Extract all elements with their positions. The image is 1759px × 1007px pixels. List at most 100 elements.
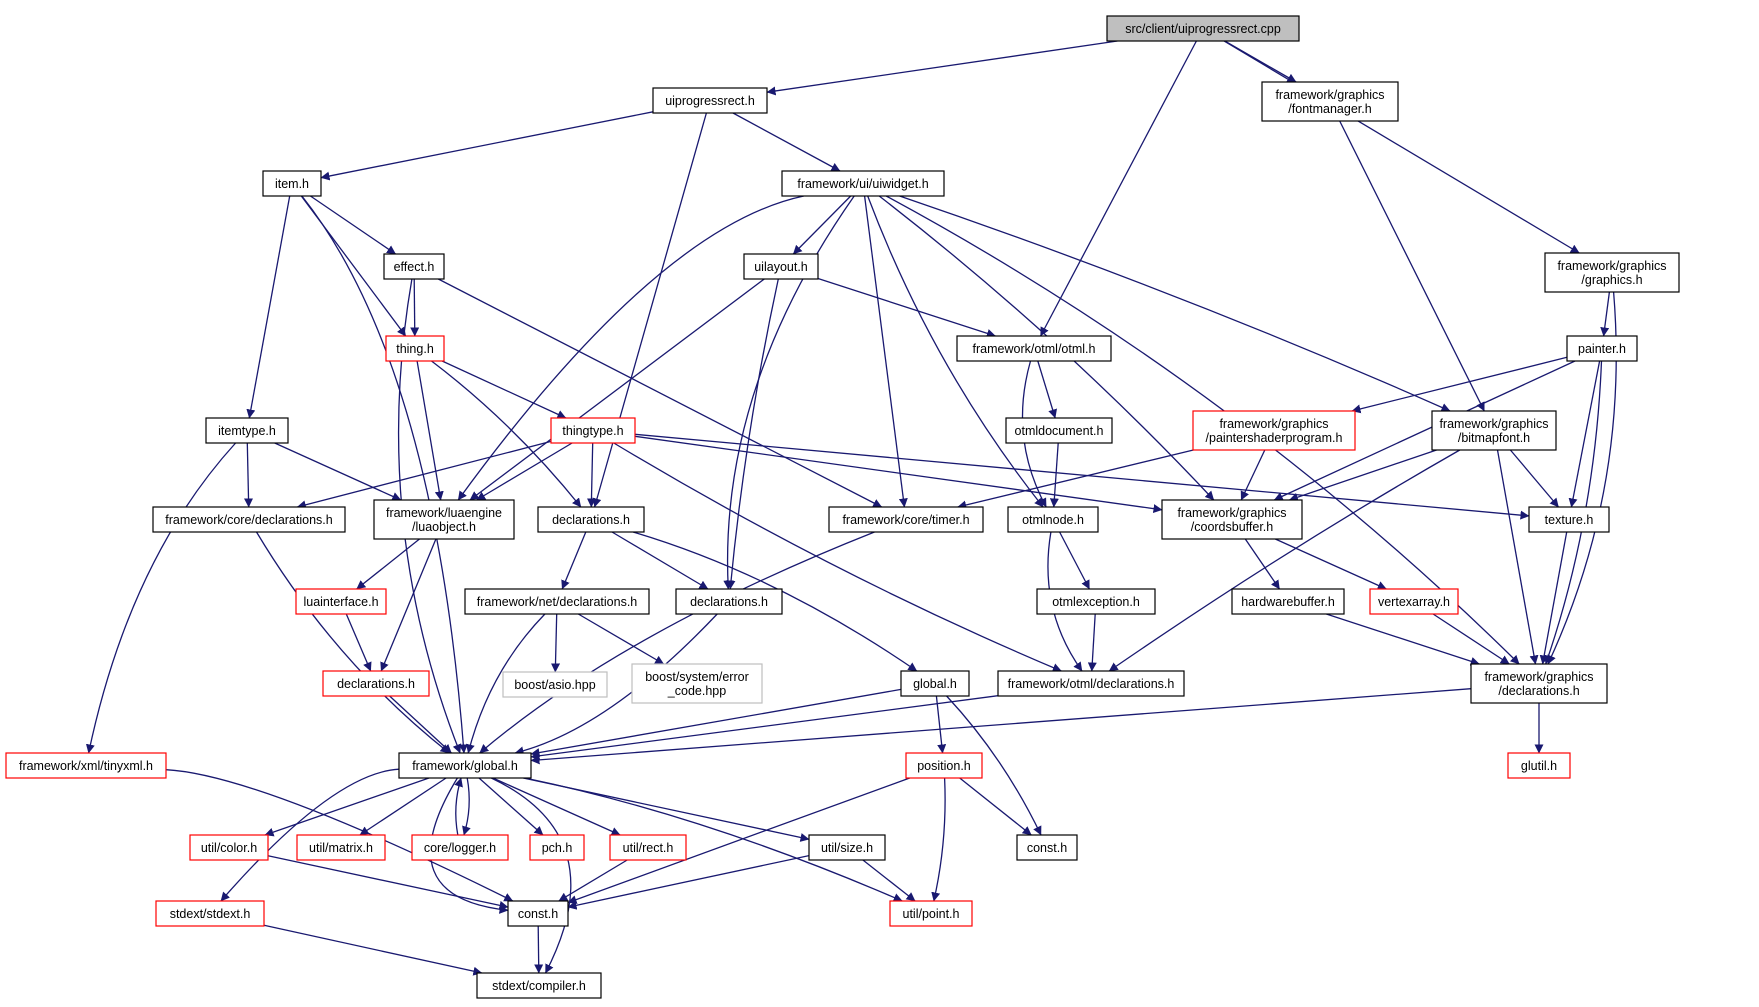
node-color-h[interactable]: util/color.h bbox=[189, 834, 269, 861]
node-box bbox=[152, 506, 346, 533]
node-boost-error-code-hpp[interactable]: boost/system/error_code.hpp bbox=[631, 663, 763, 704]
node-uiwidget-h[interactable]: framework/ui/uiwidget.h bbox=[781, 170, 945, 197]
node-box bbox=[631, 663, 763, 704]
node-box bbox=[550, 417, 636, 444]
node-core-declarations-h[interactable]: framework/core/declarations.h bbox=[152, 506, 346, 533]
nodes: src/client/uiprogressrect.cpp uiprogressr… bbox=[5, 15, 1680, 999]
node-paintershaderprogram-h[interactable]: framework/graphics/paintershaderprogram.… bbox=[1192, 410, 1356, 451]
node-box bbox=[1005, 417, 1113, 444]
node-box bbox=[385, 335, 445, 362]
node-declarations-h-b[interactable]: declarations.h bbox=[675, 588, 783, 615]
node-box bbox=[781, 170, 945, 197]
edge-net_declarations_h-to-boost_asio_hpp bbox=[551, 613, 561, 673]
edge-size_h-to-const_h_a bbox=[567, 854, 810, 910]
node-texture-h[interactable]: texture.h bbox=[1528, 506, 1610, 533]
edge-uiprogressrect_h-to-declarations_h_a bbox=[592, 112, 708, 508]
node-label: framework/otml/otml.h bbox=[973, 342, 1096, 356]
edge-uilayout_h-to-luaobject_h bbox=[469, 278, 765, 501]
node-label: framework/graphics bbox=[1557, 259, 1666, 273]
node-box bbox=[956, 335, 1112, 362]
node-pch-h[interactable]: pch.h bbox=[529, 834, 585, 861]
node-uilayout-h[interactable]: uilayout.h bbox=[743, 253, 819, 280]
node-glutil-h[interactable]: glutil.h bbox=[1507, 752, 1571, 779]
node-label: boost/system/error bbox=[645, 670, 749, 684]
node-label: const.h bbox=[1027, 841, 1067, 855]
edge-uiwidget_h-to-luaobject_h bbox=[457, 195, 804, 501]
node-effect-h[interactable]: effect.h bbox=[383, 253, 445, 280]
node-box bbox=[1007, 506, 1099, 533]
node-size-h[interactable]: util/size.h bbox=[808, 834, 886, 861]
node-stdext-h[interactable]: stdext/stdext.h bbox=[155, 900, 265, 927]
node-timer-h[interactable]: framework/core/timer.h bbox=[828, 506, 984, 533]
node-label: /fontmanager.h bbox=[1288, 102, 1371, 116]
node-rect-h[interactable]: util/rect.h bbox=[609, 834, 687, 861]
edge-uiwidget_h-to-timer_h bbox=[863, 195, 908, 508]
node-global-h[interactable]: global.h bbox=[900, 670, 970, 697]
node-graphics-h[interactable]: framework/graphics/graphics.h bbox=[1544, 252, 1680, 293]
edge-fontmanager_h-to-bitmapfont_h bbox=[1339, 120, 1485, 412]
node-otmlnode-h[interactable]: otmlnode.h bbox=[1007, 506, 1099, 533]
node-luainterface-h[interactable]: luainterface.h bbox=[295, 588, 387, 615]
edge-position_h-to-const_h_a bbox=[567, 777, 910, 904]
node-logger-h[interactable]: core/logger.h bbox=[411, 834, 509, 861]
node-label: vertexarray.h bbox=[1378, 595, 1450, 609]
edge-thingtype_h-to-coordsbuffer_h bbox=[634, 435, 1163, 514]
node-box bbox=[507, 900, 569, 927]
node-label: otmldocument.h bbox=[1015, 424, 1104, 438]
node-box bbox=[411, 834, 509, 861]
node-painter-h[interactable]: painter.h bbox=[1566, 335, 1638, 362]
edge-framework_global_h-to-matrix_h bbox=[359, 777, 447, 836]
node-const-h-b[interactable]: const.h bbox=[1016, 834, 1078, 861]
edge-vertexarray_h-to-graphics_declarations_h bbox=[1432, 613, 1510, 665]
edge-paintershaderprogram_h-to-timer_h bbox=[957, 449, 1194, 510]
node-thing-h[interactable]: thing.h bbox=[385, 335, 445, 362]
node-declarations-h-c[interactable]: declarations.h bbox=[322, 670, 430, 697]
node-otmldocument-h[interactable]: otmldocument.h bbox=[1005, 417, 1113, 444]
node-item-h[interactable]: item.h bbox=[262, 170, 322, 197]
node-label: framework/ui/uiwidget.h bbox=[797, 177, 928, 191]
node-uiprogressrect-h[interactable]: uiprogressrect.h bbox=[652, 87, 768, 114]
node-hardwarebuffer-h[interactable]: hardwarebuffer.h bbox=[1231, 588, 1345, 615]
node-framework-global-h[interactable]: framework/global.h bbox=[398, 752, 532, 779]
node-box bbox=[1016, 834, 1078, 861]
node-itemtype-h[interactable]: itemtype.h bbox=[205, 417, 289, 444]
node-box bbox=[889, 900, 973, 927]
node-box bbox=[828, 506, 984, 533]
node-box bbox=[1528, 506, 1610, 533]
node-label: glutil.h bbox=[1521, 759, 1557, 773]
node-label: uilayout.h bbox=[754, 260, 808, 274]
node-net-declarations-h[interactable]: framework/net/declarations.h bbox=[464, 588, 650, 615]
edge-size_h-to-point_h bbox=[862, 859, 916, 902]
node-declarations-h-a[interactable]: declarations.h bbox=[537, 506, 645, 533]
node-box bbox=[537, 506, 645, 533]
node-point-h[interactable]: util/point.h bbox=[889, 900, 973, 927]
node-vertexarray-h[interactable]: vertexarray.h bbox=[1369, 588, 1459, 615]
edge-declarations_h_a-to-net_declarations_h bbox=[561, 531, 587, 590]
node-otml-declarations-h[interactable]: framework/otml/declarations.h bbox=[997, 670, 1185, 697]
edge-painter_h-to-coordsbuffer_h bbox=[1273, 360, 1576, 501]
node-otmlexception-h[interactable]: otmlexception.h bbox=[1036, 588, 1156, 615]
edge-global_h-to-position_h bbox=[935, 695, 947, 754]
edge-graphics_h-to-painter_h bbox=[1600, 291, 1611, 337]
node-graphics-declarations-h[interactable]: framework/graphics/declarations.h bbox=[1470, 663, 1608, 704]
node-bitmapfont-h[interactable]: framework/graphics/bitmapfont.h bbox=[1431, 410, 1557, 451]
node-label: framework/core/declarations.h bbox=[165, 513, 332, 527]
node-luaobject-h[interactable]: framework/luaengine/luaobject.h bbox=[373, 499, 515, 540]
node-coordsbuffer-h[interactable]: framework/graphics/coordsbuffer.h bbox=[1161, 499, 1303, 540]
node-otml-h[interactable]: framework/otml/otml.h bbox=[956, 335, 1112, 362]
node-root[interactable]: src/client/uiprogressrect.cpp bbox=[1106, 15, 1300, 42]
node-tinyxml-h[interactable]: framework/xml/tinyxml.h bbox=[5, 752, 167, 779]
node-thingtype-h[interactable]: thingtype.h bbox=[550, 417, 636, 444]
edge-luaobject_h-to-declarations_h_c bbox=[380, 538, 437, 672]
node-matrix-h[interactable]: util/matrix.h bbox=[296, 834, 386, 861]
node-box bbox=[205, 417, 289, 444]
edge-root-to-otml_h bbox=[1040, 40, 1197, 337]
node-fontmanager-h[interactable]: framework/graphics/fontmanager.h bbox=[1261, 81, 1399, 122]
node-const-h-a[interactable]: const.h bbox=[507, 900, 569, 927]
node-boost-asio-hpp[interactable]: boost/asio.hpp bbox=[502, 671, 608, 698]
node-position-h[interactable]: position.h bbox=[905, 752, 983, 779]
node-box bbox=[1566, 335, 1638, 362]
node-label: framework/graphics bbox=[1484, 670, 1593, 684]
node-box bbox=[295, 588, 387, 615]
node-compiler-h[interactable]: stdext/compiler.h bbox=[476, 972, 602, 999]
